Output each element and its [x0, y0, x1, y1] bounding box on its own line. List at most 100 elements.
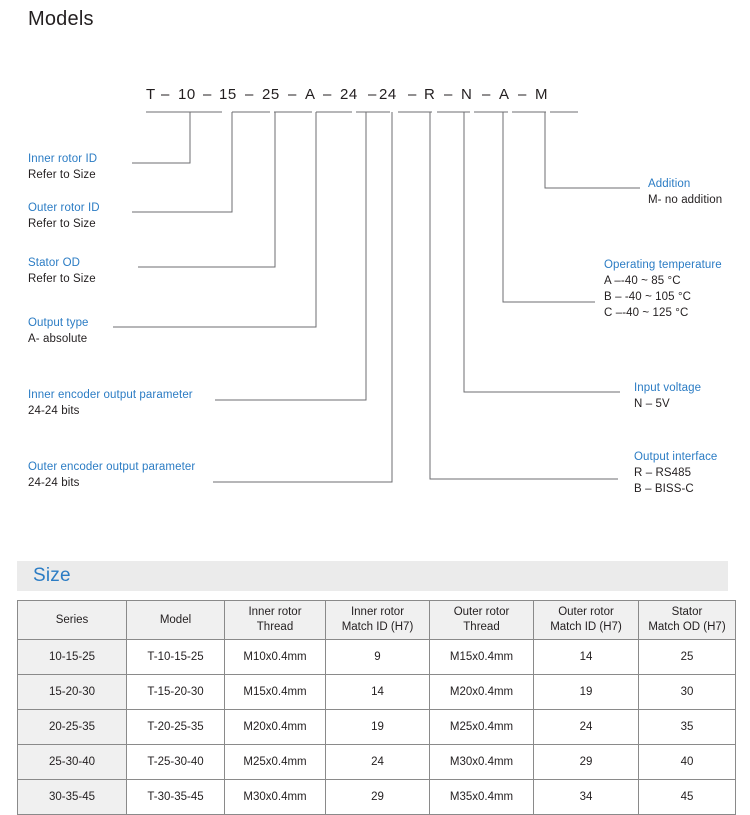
callout-title: Inner encoder output parameter [28, 389, 193, 401]
cell-outer-rotor-thread: M30x0.4mm [429, 744, 534, 780]
callout-sub: N – 5V [634, 398, 670, 410]
col-header-outer-rotor-thread: Outer rotor Thread [429, 600, 534, 640]
table-row: 15-20-30 T-15-20-30 M15x0.4mm 14 M20x0.4… [17, 674, 736, 710]
cell-outer-rotor-match-id: 24 [533, 709, 639, 745]
callout-sub: Refer to Size [28, 218, 96, 230]
callout-sub-b: B – BISS-C [634, 483, 694, 495]
cell-outer-rotor-thread: M25x0.4mm [429, 709, 534, 745]
leader-stator-od [138, 112, 276, 268]
leader-output-interface [429, 112, 618, 480]
cell-series: 20-25-35 [17, 709, 127, 745]
header-line-2: Thread [463, 621, 500, 633]
cell-outer-rotor-match-id: 19 [533, 674, 639, 710]
callout-sub: 24-24 bits [28, 405, 80, 417]
header-line-1: Outer rotor [558, 606, 614, 618]
model-code-diagram: T – 10 – 15 – 25 – A – 24 – 24 – R – N –… [28, 86, 722, 497]
cell-outer-rotor-match-id: 29 [533, 744, 639, 780]
size-table: Series Model Inner rotor Thread Inner ro… [17, 600, 736, 815]
table-row: 20-25-35 T-20-25-35 M20x0.4mm 19 M25x0.4… [17, 709, 736, 745]
header-line-1: Stator [671, 606, 703, 618]
table-header-row: Series Model Inner rotor Thread Inner ro… [17, 600, 736, 640]
col-header-stator-match-od: Stator Match OD (H7) [638, 600, 736, 640]
callout-operating-temperature: Operating temperature A –-40 ~ 85 °C B –… [604, 258, 722, 321]
callout-title: Outer rotor ID [28, 202, 100, 214]
callout-sub-r: R – RS485 [634, 467, 692, 479]
callout-outer-rotor-id: Outer rotor ID Refer to Size [28, 201, 100, 232]
callout-addition: Addition M- no addition [648, 177, 722, 208]
cell-stator-match-od: 40 [638, 744, 736, 780]
cell-inner-rotor-match-id: 9 [325, 639, 430, 675]
cell-inner-rotor-thread: M20x0.4mm [224, 709, 326, 745]
header-line-2: Thread [256, 621, 294, 633]
cell-outer-rotor-thread: M35x0.4mm [429, 779, 534, 815]
cell-outer-rotor-thread: M15x0.4mm [429, 639, 534, 675]
callout-input-voltage: Input voltage N – 5V [634, 381, 701, 412]
cell-inner-rotor-match-id: 19 [325, 709, 430, 745]
cell-series: 10-15-25 [17, 639, 127, 675]
col-header-model: Model [126, 600, 225, 640]
cell-model: T-20-25-35 [126, 709, 225, 745]
leader-outer-encoder-output [213, 112, 393, 483]
cell-stator-match-od: 35 [638, 709, 736, 745]
table-row: 25-30-40 T-25-30-40 M25x0.4mm 24 M30x0.4… [17, 744, 736, 780]
header-line-1: Series [55, 613, 89, 626]
cell-series: 15-20-30 [17, 674, 127, 710]
leader-outer-rotor-id [132, 112, 233, 213]
col-header-inner-rotor-match-id: Inner rotor Match ID (H7) [325, 600, 430, 640]
header-line-1: Model [159, 613, 192, 626]
callout-title: Output type [28, 317, 89, 329]
callout-inner-encoder-output-parameter: Inner encoder output parameter 24-24 bit… [28, 388, 193, 419]
cell-model: T-25-30-40 [126, 744, 225, 780]
callout-sub: A- absolute [28, 333, 88, 345]
cell-model: T-15-20-30 [126, 674, 225, 710]
callout-title: Outer encoder output parameter [28, 461, 196, 473]
leader-addition [544, 112, 640, 189]
size-section-title: Size [33, 565, 71, 586]
cell-inner-rotor-match-id: 14 [325, 674, 430, 710]
callout-title: Addition [648, 178, 691, 190]
header-line-1: Outer rotor [453, 606, 510, 618]
callout-title: Operating temperature [604, 259, 722, 271]
col-header-outer-rotor-match-id: Outer rotor Match ID (H7) [533, 600, 639, 640]
cell-inner-rotor-thread: M10x0.4mm [224, 639, 326, 675]
cell-stator-match-od: 30 [638, 674, 736, 710]
callout-sub: Refer to Size [28, 169, 96, 181]
cell-outer-rotor-thread: M20x0.4mm [429, 674, 534, 710]
header-line-2: Match ID (H7) [550, 621, 622, 633]
callout-sub-c: C –-40 ~ 125 °C [604, 307, 689, 319]
size-section-bar: Size [17, 561, 728, 591]
callout-title: Output interface [634, 451, 718, 463]
cell-inner-rotor-thread: M25x0.4mm [224, 744, 326, 780]
page-title-models: Models [28, 8, 94, 30]
callout-stator-od: Stator OD Refer to Size [28, 256, 96, 287]
callout-title: Stator OD [28, 257, 81, 269]
callout-output-type: Output type A- absolute [28, 316, 89, 347]
table-row: 30-35-45 T-30-35-45 M30x0.4mm 29 M35x0.4… [17, 779, 736, 815]
leader-operating-temperature [502, 112, 595, 303]
cell-series: 30-35-45 [17, 779, 127, 815]
callout-outer-encoder-output-parameter: Outer encoder output parameter 24-24 bit… [28, 460, 195, 491]
cell-series: 25-30-40 [17, 744, 127, 780]
cell-inner-rotor-thread: M30x0.4mm [224, 779, 326, 815]
header-line-2: Match ID (H7) [341, 621, 414, 633]
leader-lines-svg [113, 111, 640, 483]
leader-output-type [113, 112, 317, 328]
table-row: 10-15-25 T-10-15-25 M10x0.4mm 9 M15x0.4m… [17, 639, 736, 675]
cell-model: T-10-15-25 [126, 639, 225, 675]
cell-inner-rotor-thread: M15x0.4mm [224, 674, 326, 710]
cell-inner-rotor-match-id: 29 [325, 779, 430, 815]
leader-inner-encoder-output [215, 112, 367, 401]
cell-model: T-30-35-45 [126, 779, 225, 815]
leader-inner-rotor-id [132, 112, 191, 164]
callout-sub: Refer to Size [28, 273, 96, 285]
callout-sub: M- no addition [648, 194, 723, 206]
callout-sub: 24-24 bits [28, 477, 80, 489]
callout-sub-b: B – -40 ~ 105 °C [604, 291, 692, 303]
callout-title: Inner rotor ID [28, 153, 98, 165]
cell-stator-match-od: 25 [638, 639, 736, 675]
callout-title: Input voltage [634, 382, 702, 394]
col-header-series: Series [17, 600, 127, 640]
callout-output-interface: Output interface R – RS485 B – BISS-C [634, 450, 717, 497]
cell-inner-rotor-match-id: 24 [325, 744, 430, 780]
callout-sub-a: A –-40 ~ 85 °C [604, 275, 681, 287]
